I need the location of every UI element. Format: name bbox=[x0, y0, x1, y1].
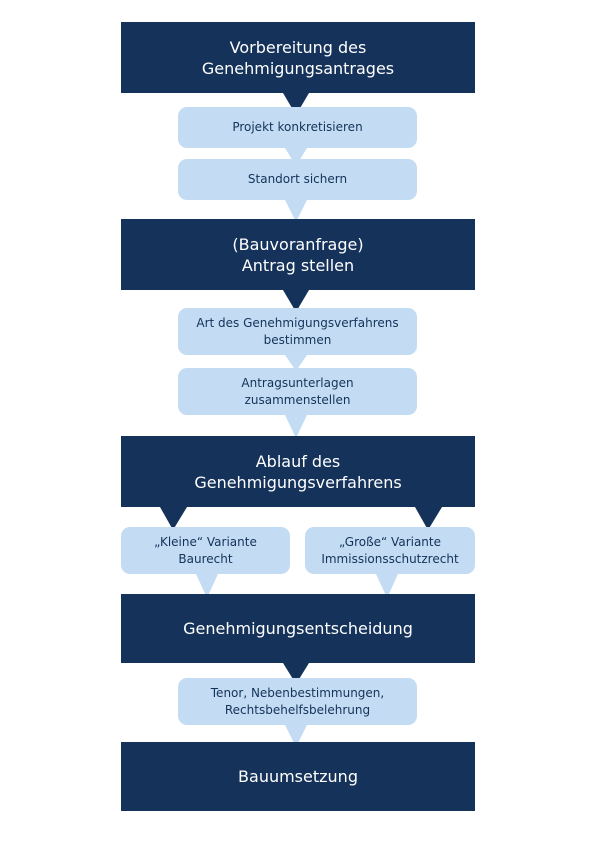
step-grosse-line1: „Große“ Variante bbox=[338, 534, 442, 549]
step-ablauf-line1: Ablauf des bbox=[255, 451, 341, 471]
step-art-line2: bestimmen bbox=[263, 332, 332, 347]
step-kleine-line2: Baurecht bbox=[178, 551, 233, 566]
step-grosse-line2: Immissionsschutzrecht bbox=[321, 551, 459, 566]
step-umsetzung-line1: Bauumsetzung bbox=[238, 767, 358, 786]
arrow-entscheidung-to-tenor bbox=[283, 663, 309, 684]
arrow-ablauf-to-kleine bbox=[160, 507, 187, 530]
arrow-projekt-to-standort bbox=[285, 148, 307, 166]
step-vorbereitung-line1: Vorbereitung des bbox=[229, 37, 367, 57]
arrow-unterlagen-to-ablauf bbox=[285, 415, 307, 438]
arrow-art-to-unterlagen bbox=[285, 355, 307, 371]
step-unterlagen-line2: zusammenstellen bbox=[244, 392, 351, 407]
step-standort: Standort sichern bbox=[178, 159, 417, 200]
step-entscheidung: Genehmigungsentscheidung bbox=[121, 594, 475, 663]
step-vorbereitung: Vorbereitung des Genehmigungsantrages bbox=[121, 22, 475, 93]
step-antrag: (Bauvoranfrage) Antrag stellen bbox=[121, 219, 475, 290]
step-unterlagen-line1: Antragsunterlagen bbox=[241, 375, 354, 390]
step-ablauf-line2: Genehmigungsverfahrens bbox=[194, 472, 402, 492]
step-art-line1: Art des Genehmigungsverfahrens bbox=[196, 315, 399, 330]
arrow-tenor-to-umsetzung bbox=[285, 725, 307, 747]
step-tenor-line2: Rechtsbehelfsbelehrung bbox=[224, 702, 371, 717]
step-kleine-variante: „Kleine“ Variante Baurecht bbox=[121, 527, 290, 574]
arrow-vorbereitung-to-projekt bbox=[283, 93, 309, 115]
arrow-kleine-to-entscheidung bbox=[196, 574, 218, 598]
step-tenor-line1: Tenor, Nebenbestimmungen, bbox=[210, 685, 385, 700]
step-antrag-line2: Antrag stellen bbox=[241, 255, 355, 275]
step-projekt: Projekt konkretisieren bbox=[178, 107, 417, 148]
step-entscheidung-line1: Genehmigungsentscheidung bbox=[183, 619, 413, 638]
arrow-standort-to-antrag bbox=[285, 200, 307, 222]
step-unterlagen: Antragsunterlagen zusammenstellen bbox=[178, 368, 417, 415]
step-vorbereitung-line2: Genehmigungsantrages bbox=[201, 58, 395, 78]
arrow-antrag-to-art bbox=[283, 290, 309, 312]
step-projekt-line1: Projekt konkretisieren bbox=[232, 120, 363, 134]
step-umsetzung: Bauumsetzung bbox=[121, 742, 475, 811]
step-ablauf: Ablauf des Genehmigungsverfahrens bbox=[121, 436, 475, 507]
step-grosse-variante: „Große“ Variante Immissionsschutzrecht bbox=[305, 527, 475, 574]
step-kleine-line1: „Kleine“ Variante bbox=[154, 534, 257, 549]
arrow-grosse-to-entscheidung bbox=[376, 574, 398, 598]
step-antrag-line1: (Bauvoranfrage) bbox=[232, 234, 364, 254]
step-standort-line1: Standort sichern bbox=[247, 172, 348, 186]
step-tenor: Tenor, Nebenbestimmungen, Rechtsbehelfsb… bbox=[178, 678, 417, 725]
arrow-ablauf-to-grosse bbox=[415, 507, 442, 530]
step-art: Art des Genehmigungsverfahrens bestimmen bbox=[178, 308, 417, 355]
